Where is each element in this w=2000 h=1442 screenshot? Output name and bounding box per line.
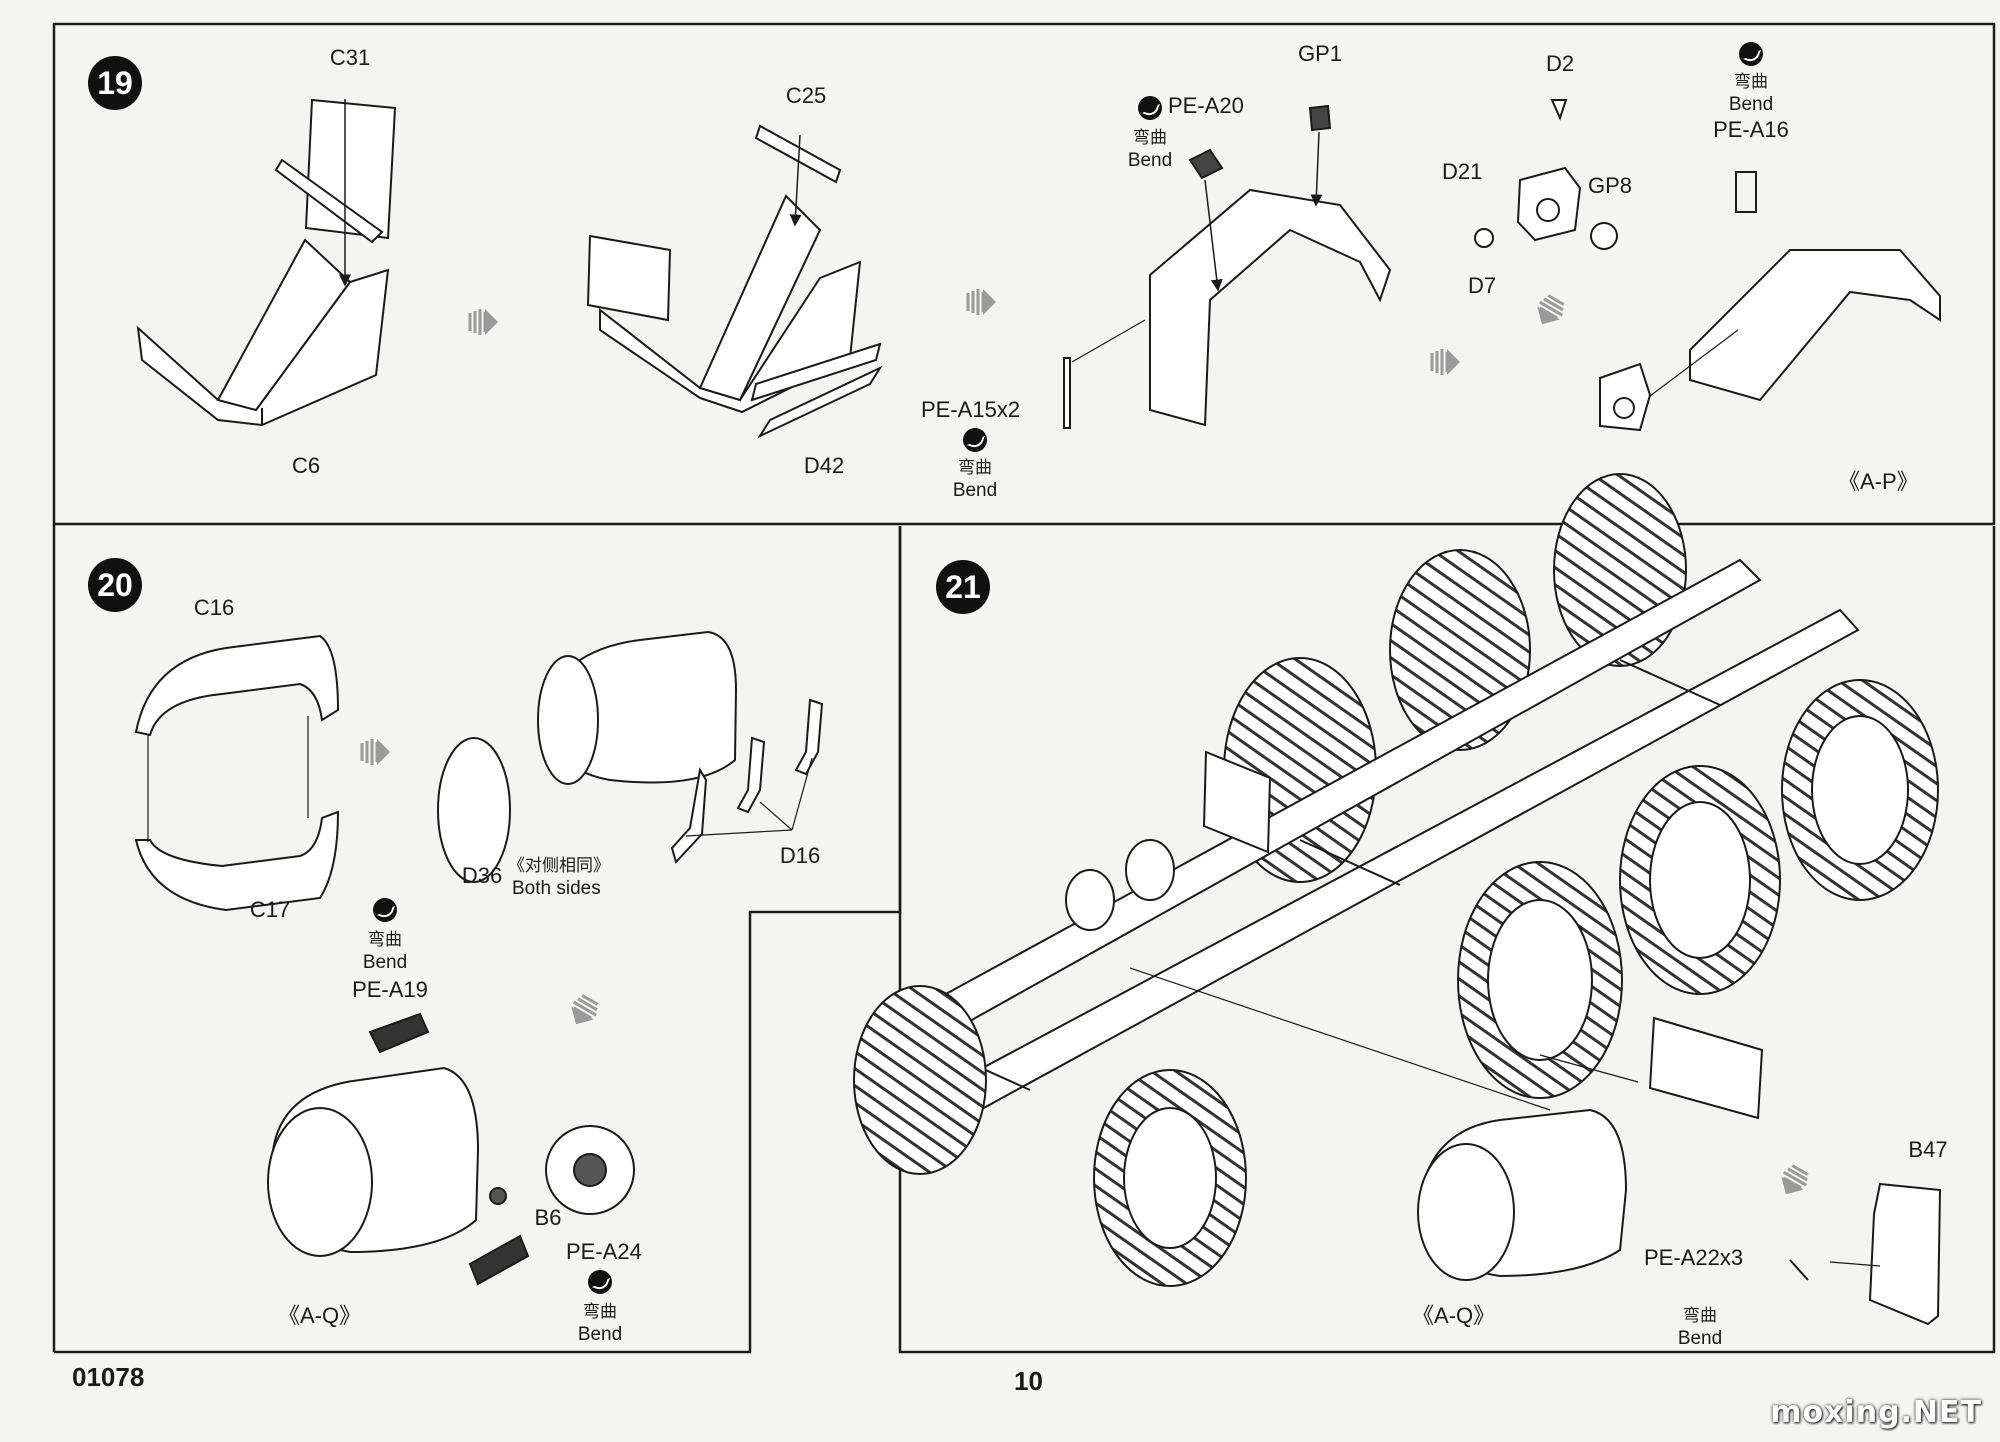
bend-icon [373,898,397,922]
part-label-pe-a15x2: PE-A15x2 [921,397,1021,422]
bend-label-en: Bend [1728,94,1774,115]
subassembly-label-a-p: 《A-P》 [1838,469,1919,494]
page-number: 10 [1014,1366,1043,1396]
bend-label-cn: 弯曲 [1683,1306,1717,1325]
step19-drawing [136,98,1941,439]
watermark: moxing.NET [1770,1395,1982,1430]
part-label-c31: C31 [329,45,371,70]
part-label-d21: D21 [1442,159,1483,184]
part-label-d2: D2 [1545,51,1575,76]
step21-drawing [853,473,1942,1326]
step-20-badge: 20 [88,558,142,612]
bend-icon [588,1270,612,1294]
bend-icon [963,428,987,452]
bend-label-cn: 弯曲 [958,458,992,477]
part-label-d36: D36 [461,863,503,888]
bend-label-en: Bend [952,480,998,501]
part-label-pe-a20: PE-A20 [1168,93,1244,118]
part-label-c17: C17 [249,897,291,922]
step-21-badge: 21 [936,560,990,614]
bend-icon [1739,42,1763,66]
part-label-c6: C6 [291,453,321,478]
part-label-pe-a19: PE-A19 [352,977,428,1002]
both-sides-label-en: Both sides [512,878,601,899]
bend-label-en: Bend [1677,1328,1723,1349]
document-number: 01078 [72,1362,145,1392]
part-label-pe-a24: PE-A24 [566,1239,642,1264]
part-label-d16: D16 [779,843,821,868]
bend-label-cn: 弯曲 [368,930,402,949]
part-label-gp8: GP8 [1588,173,1633,198]
part-label-b47: B47 [1908,1137,1948,1162]
bend-label-cn: 弯曲 [1734,72,1768,91]
part-label-c25: C25 [785,83,827,108]
part-label-b6: B6 [534,1205,562,1230]
part-label-pe-a16: PE-A16 [1713,117,1789,142]
bend-icon [1138,96,1162,120]
step20-drawing [134,630,824,1286]
bend-label-cn: 弯曲 [1133,128,1167,147]
part-label-c16: C16 [193,595,235,620]
subassembly-label-a-q: 《A-Q》 [1412,1303,1496,1328]
bend-label-en: Bend [1127,150,1173,171]
bend-label-en: Bend [577,1324,623,1345]
part-label-pe-a22x3: PE-A22x3 [1644,1245,1744,1270]
part-label-d42: D42 [803,453,845,478]
subassembly-label-a-q: 《A-Q》 [278,1303,362,1328]
bend-label-en: Bend [362,952,408,973]
part-label-d7: D7 [1467,273,1497,298]
panel-frames [52,22,1996,1354]
step-19-badge: 19 [88,56,142,110]
part-label-gp1: GP1 [1297,41,1343,66]
both-sides-label-cn: 《对侧相同》 [508,856,610,875]
bend-label-cn: 弯曲 [583,1302,617,1321]
